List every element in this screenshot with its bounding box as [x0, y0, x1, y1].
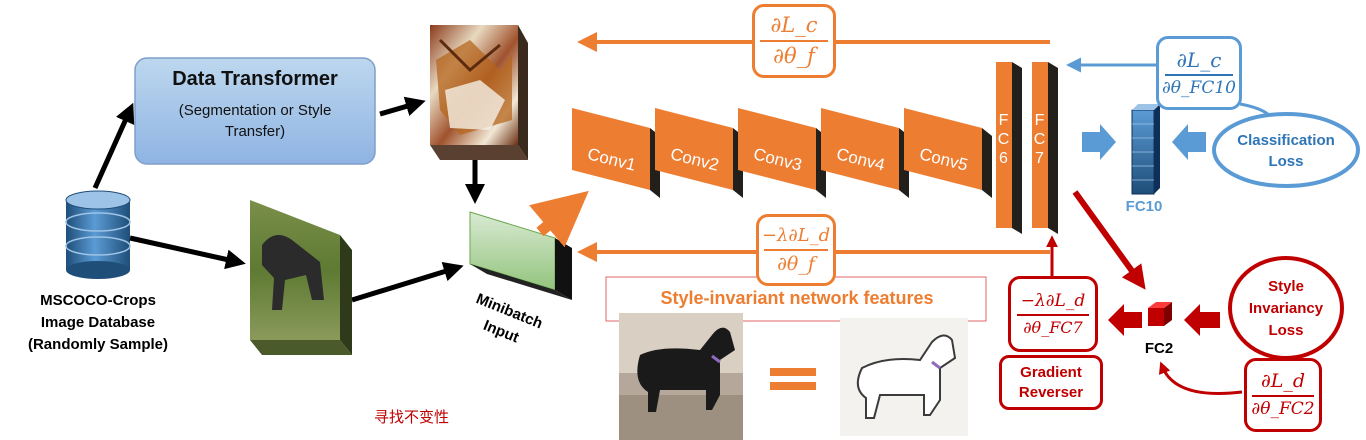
arrow-photo-to-minibatch	[351, 261, 464, 303]
chinese-note: 寻找不变性	[374, 408, 450, 426]
grad-top-box: ∂L_c ∂θ_f	[752, 4, 836, 78]
grad-fc10-denominator: ∂θ_FC10	[1162, 77, 1236, 98]
grad-fc10-bar	[1164, 73, 1234, 76]
arrow-db-to-photo	[129, 235, 246, 270]
curve-grad-to-fc2	[1158, 361, 1243, 396]
database-label: MSCOCO-Crops Image Database (Randomly Sa…	[27, 292, 169, 353]
arrow-fc7-to-fc2	[1072, 190, 1146, 290]
grad-fc10-box: ∂L_c ∂θ_FC10	[1156, 36, 1242, 110]
grad-fc2-bar	[1252, 395, 1314, 397]
fc7-block	[1032, 62, 1058, 234]
grad-bottom-numerator: −λ∂L_d	[761, 224, 831, 246]
grad-fc2-numerator: ∂L_d	[1260, 370, 1306, 392]
grad-fc7-bar	[1016, 313, 1090, 316]
fc2-label: FC2	[1144, 340, 1174, 357]
fc7-label: FC7	[1031, 112, 1048, 169]
fc2-cube	[1148, 302, 1172, 326]
data-transformer-title: Data Transformer	[172, 68, 338, 90]
style-loss-label: Style Invariancy Loss	[1248, 278, 1324, 339]
grad-top-numerator: ∂L_c	[770, 13, 818, 37]
grad-bottom-denominator: ∂θ_f	[777, 252, 815, 275]
classification-loss-label: Classification Loss	[1237, 132, 1335, 170]
grad-bottom-bar	[764, 248, 828, 251]
minibatch-block	[469, 211, 572, 300]
arrow-style-loss-to-fc2	[1184, 304, 1220, 336]
arrow-transformer-to-image	[379, 96, 426, 117]
grad-fc2-box: ∂L_d ∂θ_FC2	[1244, 358, 1322, 432]
fc10-block	[1131, 104, 1160, 195]
equals-sign	[770, 368, 816, 390]
classification-loss-ellipse	[1212, 112, 1360, 188]
stylized-image	[430, 25, 528, 160]
dog-stylized	[840, 318, 968, 436]
grad-fc7-numerator: −λ∂L_d	[1020, 290, 1086, 311]
grad-top-bar	[760, 40, 828, 42]
fc10-label: FC10	[1125, 198, 1163, 215]
arrow-fc7-to-fc10	[1082, 124, 1116, 160]
grad-top-denominator: ∂θ_f	[773, 44, 815, 68]
conv5-block	[904, 108, 992, 198]
grad-fc10-numerator: ∂L_c	[1176, 47, 1222, 72]
arrow-db-to-transformer	[92, 102, 135, 190]
data-transformer-box	[134, 57, 376, 165]
gradient-reverser-box: Gradient Reverser	[999, 355, 1103, 410]
curve-loss-to-grad	[1239, 102, 1272, 118]
grad-fc7-denominator: ∂θ_FC7	[1023, 317, 1083, 337]
conv-blocks	[572, 108, 992, 198]
style-features-label: Style-invariant network features	[660, 288, 934, 308]
arrow-minibatch-to-conv	[529, 190, 589, 248]
arrow-loss-to-fc10	[1172, 124, 1206, 160]
grad-fc7-box: −λ∂L_d ∂θ_FC7	[1008, 276, 1098, 352]
grad-fc2-denominator: ∂θ_FC2	[1251, 399, 1315, 419]
grad-bottom-box: −λ∂L_d ∂θ_f	[756, 214, 836, 286]
arrow-fc2-to-reverser	[1108, 304, 1142, 336]
photo-image	[250, 200, 352, 355]
database-icon	[65, 190, 131, 279]
fc6-block	[996, 62, 1022, 234]
fc6-label: FC6	[995, 112, 1012, 169]
data-transformer-subtitle: (Segmentation or Style Transfer)	[178, 102, 332, 140]
dog-photo	[619, 313, 743, 440]
